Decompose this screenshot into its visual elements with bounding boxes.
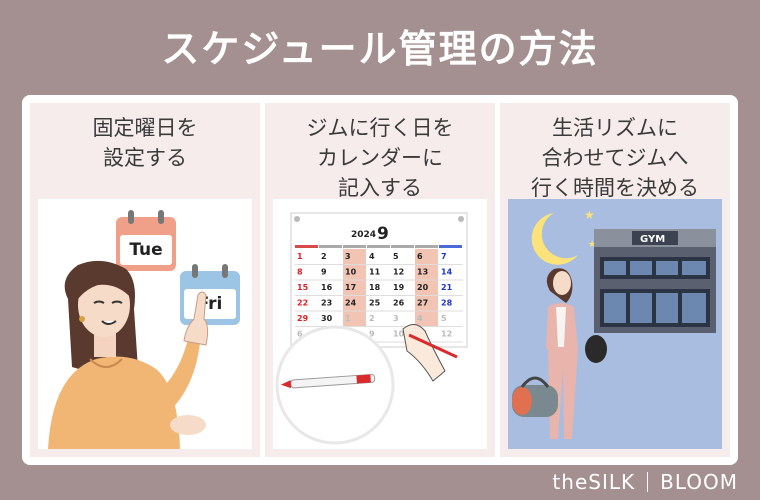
calendar-day: 3 <box>393 314 399 323</box>
calendar-day: 23 <box>321 299 332 308</box>
calendar-day: 5 <box>393 252 399 261</box>
calendar-day: 16 <box>321 283 333 292</box>
caption-line: 固定曜日を <box>92 116 198 140</box>
calendar-day: 1 <box>297 252 303 261</box>
calendar-day: 4 <box>369 252 375 261</box>
caption-line: 記入する <box>338 176 422 200</box>
brand-left: theSILK <box>552 470 636 494</box>
illustration-night-gym: ★ ★ GYM <box>508 199 722 449</box>
calendar-day: 14 <box>441 268 453 277</box>
calendar-icon-friday: Fri <box>180 264 240 325</box>
calendar-day: 2 <box>369 314 375 323</box>
caption-line: 生活リズムに <box>552 116 678 140</box>
calendar-year: 2024 <box>351 230 376 240</box>
panel-gym-time: 生活リズムに 合わせてジムへ 行く時間を決める ★ ★ GYM <box>500 103 730 457</box>
calendar-day: 21 <box>441 283 453 292</box>
calendar-day: 18 <box>369 283 381 292</box>
caption-line: 行く時間を決める <box>531 176 699 200</box>
brand-logo: theSILK BLOOM <box>552 470 738 494</box>
calendar-day: 1 <box>345 314 351 323</box>
panel-caption: 生活リズムに 合わせてジムへ 行く時間を決める <box>500 113 730 203</box>
star-icon: ★ <box>588 240 596 250</box>
content-board: 固定曜日を 設定する Tue Fri <box>22 95 738 465</box>
calendar-day: 4 <box>417 314 423 323</box>
brand-right: BLOOM <box>660 470 738 494</box>
calendar-day: 12 <box>393 268 404 277</box>
star-icon: ★ <box>584 208 595 222</box>
calendar-day: 12 <box>441 330 452 339</box>
calendar-day: 10 <box>393 330 405 339</box>
page-title: スケジュール管理の方法 <box>161 27 599 71</box>
night-scene: ★ ★ GYM <box>512 208 716 439</box>
highlight-column <box>343 249 366 327</box>
day-label-tue: Tue <box>120 235 172 265</box>
calendar-day: 6 <box>297 330 303 339</box>
woman-figure <box>48 260 209 449</box>
panel-caption: ジムに行く日を カレンダーに 記入する <box>265 113 495 203</box>
calendar-icon-tuesday: Tue <box>116 210 176 271</box>
calendar-day: 6 <box>417 252 423 261</box>
calendar-day: 2 <box>321 252 327 261</box>
caption-line: カレンダーに <box>317 146 443 170</box>
caption-line: 設定する <box>103 146 187 170</box>
panel-caption: 固定曜日を 設定する <box>30 113 260 173</box>
panel-fixed-weekday: 固定曜日を 設定する Tue Fri <box>30 103 260 457</box>
calendar-day: 26 <box>393 299 405 308</box>
calendar-day: 30 <box>321 314 333 323</box>
illustration-woman-pointing: Tue Fri <box>38 199 252 449</box>
calendar-day: 19 <box>393 283 405 292</box>
calendar-day: 7 <box>441 252 447 261</box>
caption-line: ジムに行く日を <box>306 116 454 140</box>
calendar-day: 8 <box>297 268 303 277</box>
calendar-day: 3 <box>345 252 351 261</box>
calendar-day: 28 <box>441 299 453 308</box>
calendar-day: 17 <box>345 283 356 292</box>
moon-icon <box>531 213 578 265</box>
pen-icon <box>280 373 376 389</box>
calendar-month: 9 <box>377 224 389 244</box>
highlight-column <box>415 249 438 327</box>
calendar-day: 15 <box>297 283 309 292</box>
caption-line: 合わせてジムへ <box>541 146 689 170</box>
calendar-day: 24 <box>345 299 357 308</box>
calendar-day: 11 <box>369 268 381 277</box>
calendar-day: 10 <box>345 268 357 277</box>
calendar-day: 9 <box>369 330 375 339</box>
calendar-day: 27 <box>417 299 428 308</box>
gym-sign: GYM <box>640 234 665 245</box>
calendar-day: 9 <box>321 268 327 277</box>
calendar-day: 5 <box>441 314 447 323</box>
calendar-day: 13 <box>417 268 428 277</box>
calendar-day: 20 <box>417 283 429 292</box>
calendar-day: 25 <box>369 299 381 308</box>
calendar-day: 29 <box>297 314 309 323</box>
calendar-day: 22 <box>297 299 308 308</box>
handbag <box>585 335 607 363</box>
